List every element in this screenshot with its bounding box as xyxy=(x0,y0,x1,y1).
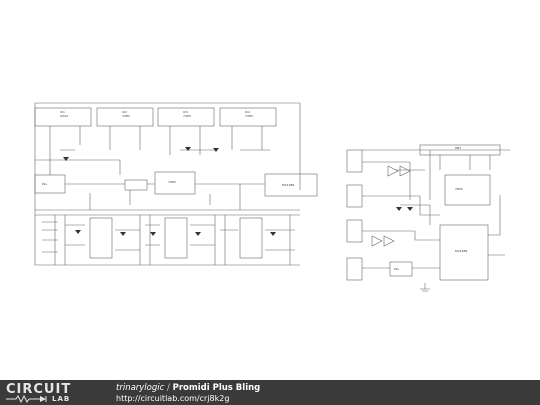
ic-mid-1 xyxy=(34,174,66,194)
ic-mid-3 xyxy=(264,173,318,197)
connector-2 xyxy=(346,184,363,208)
circuit-url-link[interactable]: http://circuitlab.com/crj8k2g xyxy=(116,394,230,403)
ic-mid-2 xyxy=(154,171,196,195)
author-link[interactable]: trinarylogic xyxy=(116,383,165,393)
svg-text:PLL: PLL xyxy=(394,267,399,271)
footer-bar: CIRCUIT LAB trinarylogic / Promidi Plus … xyxy=(0,380,540,405)
svg-text:74HC: 74HC xyxy=(122,114,130,118)
ic-bot-2 xyxy=(164,217,188,259)
svg-text:IC3: IC3 xyxy=(183,110,188,114)
credit-separator: / xyxy=(164,383,173,393)
ic-mid-4 xyxy=(124,179,148,191)
svg-text:MC1489: MC1489 xyxy=(282,183,294,187)
svg-text:MC1489: MC1489 xyxy=(455,249,467,253)
svg-text:XXXX: XXXX xyxy=(60,114,68,118)
svg-text:74HC: 74HC xyxy=(168,180,176,184)
svg-text:IC2: IC2 xyxy=(122,110,127,114)
svg-text:IC4: IC4 xyxy=(245,110,250,114)
svg-text:7805: 7805 xyxy=(455,187,463,191)
svg-text:74HC: 74HC xyxy=(245,114,253,118)
svg-text:74HC: 74HC xyxy=(183,114,191,118)
ic-right-mid xyxy=(444,174,491,206)
connector-4 xyxy=(346,257,363,281)
ic-top-1 xyxy=(34,107,92,127)
ic-top-4 xyxy=(219,107,277,127)
ic-top-2 xyxy=(96,107,154,127)
logo-wire-icon xyxy=(6,395,47,403)
right-bus xyxy=(362,149,510,200)
ic-top-3 xyxy=(157,107,215,127)
ic-bot-1 xyxy=(89,217,113,259)
credit-line: trinarylogic / Promidi Plus Bling xyxy=(116,383,260,393)
ic-bot-3 xyxy=(239,217,263,259)
ic-right-small xyxy=(389,261,413,277)
connector-3 xyxy=(346,219,363,243)
connector-1 xyxy=(346,149,363,173)
circuit-title: Promidi Plus Bling xyxy=(172,383,261,393)
svg-text:IC1: IC1 xyxy=(60,110,65,114)
ic-right-big xyxy=(439,224,489,281)
circuitlab-logo[interactable]: CIRCUIT LAB xyxy=(6,382,72,403)
svg-text:6N1: 6N1 xyxy=(455,146,461,150)
svg-text:PLL: PLL xyxy=(42,182,47,186)
